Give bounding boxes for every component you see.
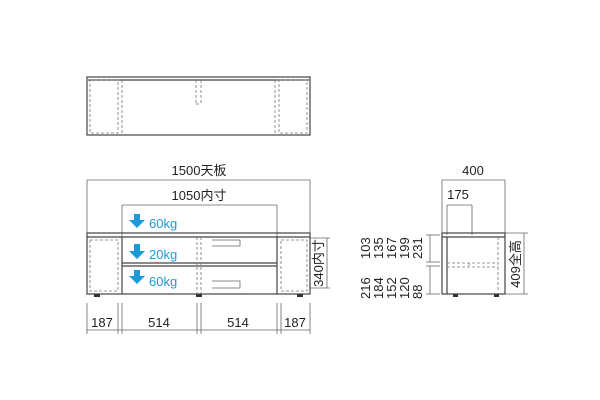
shelf-height-value: 88 [410,285,425,299]
depth-label: 400 [462,163,484,178]
shelf-height-value: 152 [384,277,399,299]
side-foot-front [453,294,458,297]
inner-depth-label: 175 [447,187,469,202]
right-side-compartment [280,239,308,292]
bottom-dim-left-side: 187 [91,315,113,330]
side-view-outline [441,232,506,295]
shelf-height-value: 167 [384,237,399,259]
load-top-label: 60kg [149,216,177,231]
foot-center [196,294,202,297]
lower-cable-notch [212,280,241,289]
shelf-height-value: 216 [358,277,373,299]
bottom-dimensions: 187 514 514 187 [86,303,311,334]
foot-right [297,294,303,297]
side-view: 400 175 409全高 [441,163,528,297]
top-view-outline [86,76,311,136]
top-view [86,76,311,136]
inner-width-label: 1050内寸 [172,188,227,203]
shelf-height-value: 231 [410,237,425,259]
side-foot-back [494,294,499,297]
top-width-label: 1500天板 [172,163,227,178]
bottom-dim-right-side: 187 [284,315,306,330]
load-top: 60kg [129,214,177,231]
top-view-right-side-panel [278,79,308,134]
foot-left [94,294,100,297]
shelf-height-value: 135 [371,237,386,259]
shelf-height-table: 216 184 152 120 88 103 135 167 199 231 [358,234,440,299]
down-arrow-icon [129,214,145,228]
bottom-dim-right-bay: 514 [227,315,249,330]
bottom-dim-left-bay: 514 [148,315,170,330]
load-middle: 20kg [129,244,177,262]
left-side-compartment [89,239,119,292]
shelf-height-value: 184 [371,277,386,299]
down-arrow-icon [129,270,145,284]
top-view-left-side-panel [89,79,119,134]
down-arrow-icon [129,244,145,259]
inner-height-label: 340内寸 [311,239,326,287]
shelf-height-value: 103 [358,237,373,259]
load-middle-label: 20kg [149,247,177,262]
upper-cable-notch [212,239,241,247]
shelf-height-value: 120 [397,277,412,299]
front-view: 1500天板 1050内寸 60kg 20kg [86,163,330,334]
shelf-height-value: 199 [397,237,412,259]
total-height-label: 409全高 [508,240,523,288]
load-bottom-label: 60kg [149,274,177,289]
load-bottom: 60kg [129,270,177,289]
